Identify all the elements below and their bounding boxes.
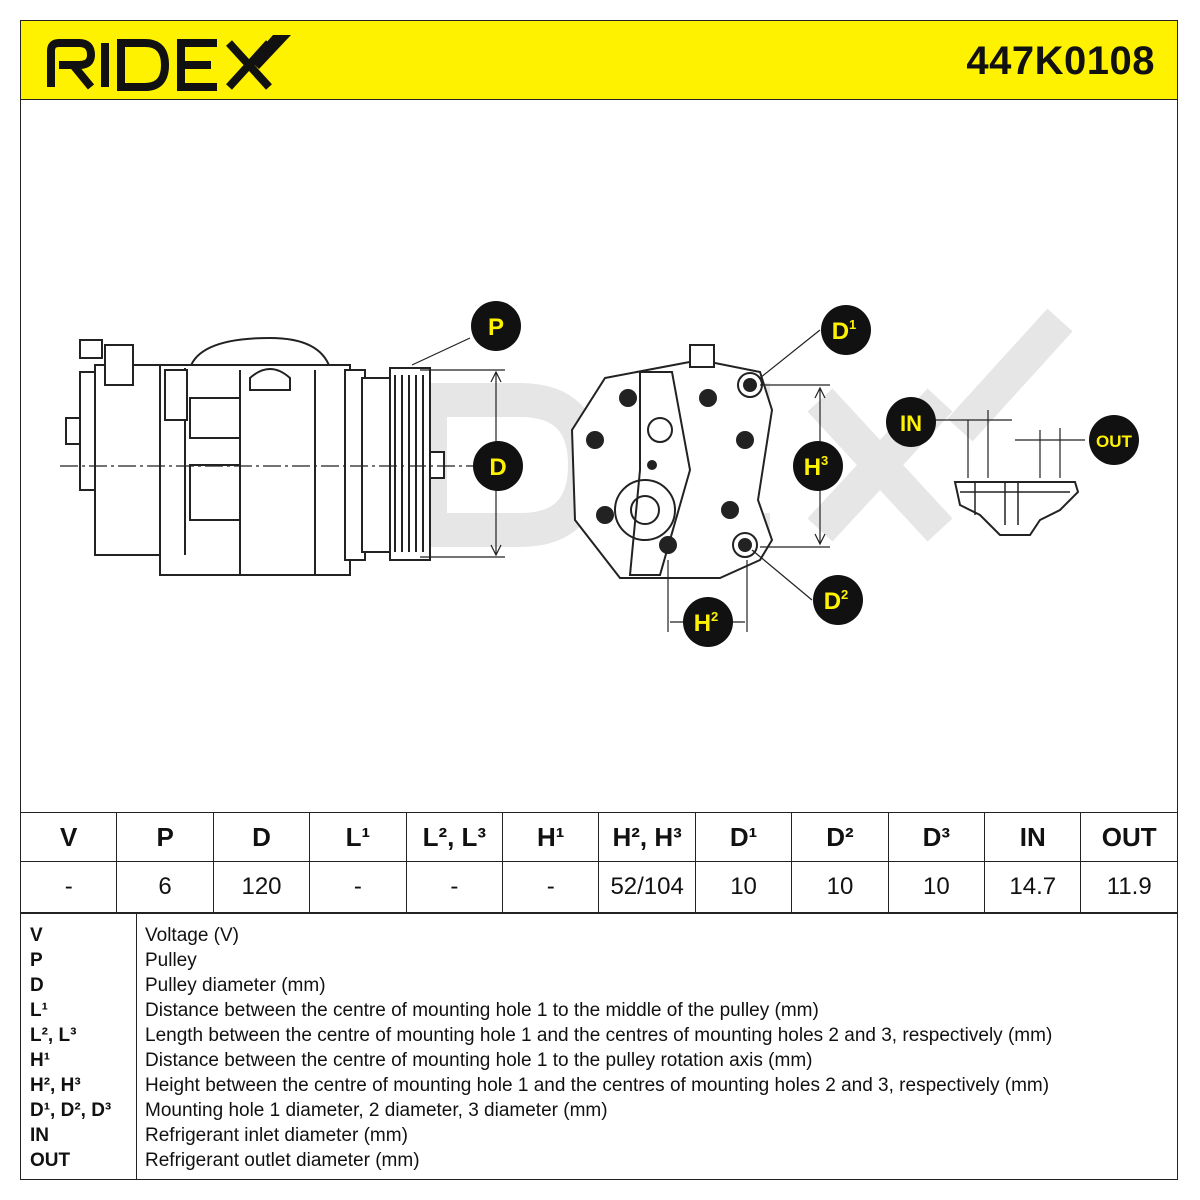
spec-header-cell: P [116,812,214,862]
spec-value-cell: 6 [116,861,214,913]
legend-row: D Pulley diameter (mm) [21,973,1177,998]
svg-text:D2: D2 [824,587,849,615]
svg-text:D: D [489,454,506,481]
svg-text:P: P [488,314,504,341]
compressor-side-view [60,336,505,576]
legend-description: Distance between the centre of mounting … [145,1050,813,1071]
legend-code: H¹ [30,1050,51,1071]
legend-row: OUT Refrigerant outlet diameter (mm) [21,1148,1177,1173]
spec-header-cell: V [19,812,118,862]
legend-description: Distance between the centre of mounting … [145,1000,819,1021]
legend-code: OUT [30,1150,71,1171]
spec-header-cell: D [212,812,311,862]
legend-row: V Voltage (V) [21,923,1177,948]
compressor-drawing: P D D1 H3 D2 H2 IN OUT [60,301,1139,647]
spec-value-cell: - [309,861,407,913]
spec-header-cell: D¹ [694,812,793,862]
legend-row: H², H³ Height between the centre of moun… [21,1073,1177,1098]
callout-in: IN [886,397,936,447]
legend-code: H², H³ [30,1075,81,1096]
legend-code: P [30,950,43,971]
spec-header-cell: H², H³ [598,812,696,862]
spec-value-cell: 10 [694,861,793,913]
legend-row: P Pulley [21,948,1177,973]
svg-text:D1: D1 [832,317,857,345]
legend: V Voltage (V) P Pulley D Pulley diameter… [20,913,1178,1180]
legend-row: L², L³ Length between the centre of moun… [21,1023,1177,1048]
svg-text:H3: H3 [804,453,829,481]
legend-code: D [30,975,44,996]
part-number: 447K0108 [966,39,1155,83]
callout-p: P [471,301,521,351]
spec-header-cell: H¹ [502,812,600,862]
spec-table: V P D L¹ L², L³ H¹ H², H³ D¹ D² D³ IN OU… [19,812,1178,913]
legend-code: V [30,925,43,946]
legend-code: D¹, D², D³ [30,1100,112,1121]
callout-out: OUT [1089,415,1139,465]
callout-h3: H3 [793,441,843,491]
legend-row: IN Refrigerant inlet diameter (mm) [21,1123,1177,1148]
legend-row: H¹ Distance between the centre of mounti… [21,1048,1177,1073]
legend-description: Pulley diameter (mm) [145,975,326,996]
callout-d: D [473,441,523,491]
svg-text:OUT: OUT [1096,432,1133,451]
legend-description: Refrigerant outlet diameter (mm) [145,1150,420,1171]
spec-value-cell: - [502,861,600,913]
legend-code: L¹ [30,1000,48,1021]
spec-header-cell: IN [984,812,1082,862]
legend-description: Refrigerant inlet diameter (mm) [145,1125,408,1146]
spec-value-cell: 14.7 [984,861,1082,913]
svg-text:H2: H2 [694,609,719,637]
callout-h2: H2 [683,597,733,647]
compressor-end-view [570,329,830,632]
spec-value-cell: 10 [791,861,889,913]
spec-value-cell: 52/104 [598,861,696,913]
callout-d1: D1 [821,305,871,355]
ridex-logo [47,35,291,91]
spec-value-cell: 10 [887,861,986,913]
svg-text:IN: IN [900,411,922,436]
spec-value-row: - 6 120 - - - 52/104 10 10 10 14.7 11.9 [19,861,1178,913]
spec-header-cell: L², L³ [405,812,504,862]
legend-row: L¹ Distance between the centre of mounti… [21,998,1177,1023]
legend-code: IN [30,1125,49,1146]
legend-description: Height between the centre of mounting ho… [145,1075,1050,1096]
header-bar: 447K0108 [20,20,1178,100]
callout-d2: D2 [813,575,863,625]
spec-header-cell: OUT [1080,812,1178,862]
spec-header-cell: D² [791,812,889,862]
spec-header-cell: D³ [887,812,986,862]
spec-header-row: V P D L¹ L², L³ H¹ H², H³ D¹ D² D³ IN OU… [19,812,1178,862]
spec-value-cell: - [19,861,118,913]
spec-value-cell: - [405,861,504,913]
legend-description: Pulley [145,950,197,971]
legend-divider [136,914,137,1179]
spec-value-cell: 11.9 [1080,861,1178,913]
port-section-view [935,410,1085,536]
spec-header-cell: L¹ [309,812,407,862]
legend-row: D¹, D², D³ Mounting hole 1 diameter, 2 d… [21,1098,1177,1123]
legend-description: Length between the centre of mounting ho… [145,1025,1053,1046]
legend-description: Voltage (V) [145,925,239,946]
legend-code: L², L³ [30,1025,77,1046]
legend-description: Mounting hole 1 diameter, 2 diameter, 3 … [145,1100,608,1121]
spec-value-cell: 120 [212,861,311,913]
